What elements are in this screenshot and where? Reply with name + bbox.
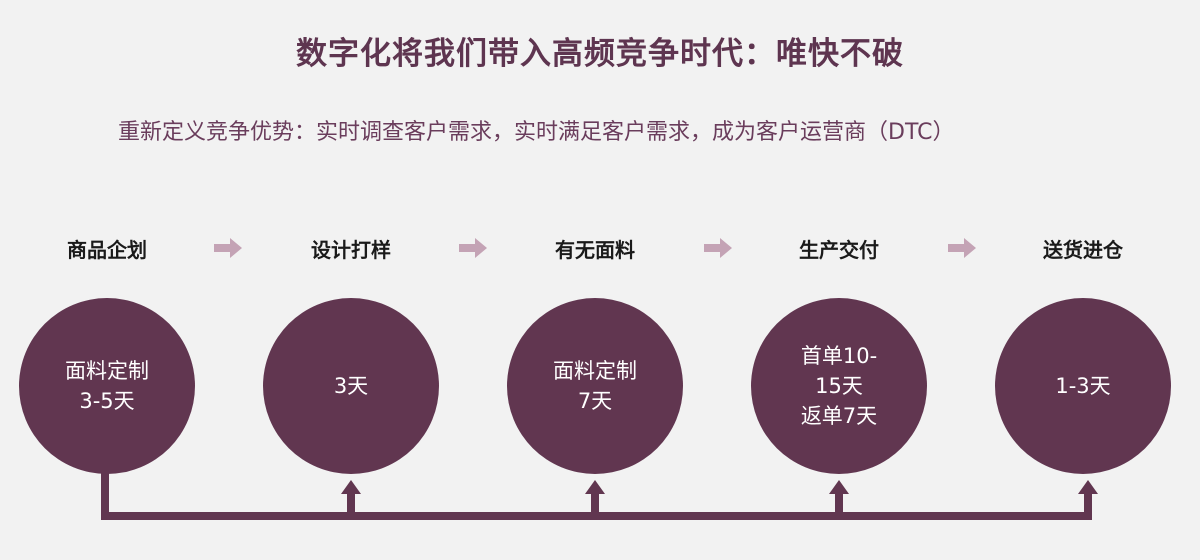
- step-detail-4: 首单10- 15天 返单7天: [800, 344, 878, 428]
- step-detail-5: 1-3天: [1055, 374, 1111, 398]
- step-label-4: 生产交付: [799, 238, 879, 262]
- page-title: 数字化将我们带入高频竞争时代：唯快不破: [296, 36, 904, 72]
- step-circle-3: 面料定制 7天: [507, 298, 683, 474]
- arrow-right-icon: [704, 238, 732, 258]
- step-circle-1: 面料定制 3-5天: [19, 298, 195, 474]
- step-label-5: 送货进仓: [1043, 238, 1123, 262]
- page-subtitle: 重新定义竞争优势：实时调查客户需求，实时满足客户需求，成为客户运营商（DTC）: [118, 120, 955, 145]
- arrow-right-icon: [948, 238, 976, 258]
- step-circle-5: 1-3天: [995, 298, 1171, 474]
- step-label-1: 商品企划: [67, 238, 147, 262]
- step-detail-2: 3天: [333, 374, 369, 398]
- step-detail-3: 面料定制 7天: [553, 359, 637, 413]
- arrow-right-icon: [459, 238, 487, 258]
- step-detail-1: 面料定制 3-5天: [65, 359, 149, 413]
- step-label-3: 有无面料: [555, 238, 635, 262]
- arrow-right-icon: [214, 238, 242, 258]
- step-circle-2: 3天: [263, 298, 439, 474]
- step-circle-4: 首单10- 15天 返单7天: [751, 298, 927, 474]
- step-label-2: 设计打样: [311, 238, 391, 262]
